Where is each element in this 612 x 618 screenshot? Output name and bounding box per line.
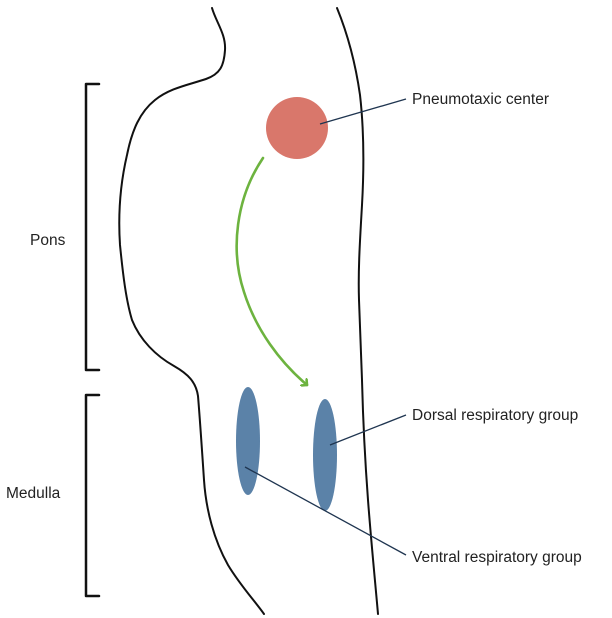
medulla-label: Medulla: [6, 485, 61, 502]
brainstem-left-outline: [119, 8, 264, 614]
pons-bracket: [86, 84, 99, 370]
medulla-bracket: [86, 395, 99, 596]
dorsal-respiratory-group-label: Dorsal respiratory group: [412, 407, 578, 424]
signal-arrow: [237, 158, 307, 385]
pneumotaxic-center-label: Pneumotaxic center: [412, 91, 549, 108]
pons-label: Pons: [30, 232, 66, 249]
brainstem-right-outline: [337, 8, 378, 614]
ventral-respiratory-group-ellipse: [236, 387, 260, 495]
dorsal-respiratory-group-ellipse: [313, 399, 337, 511]
pneumotaxic-center-circle: [266, 97, 328, 159]
dorsal-leader-line: [330, 415, 406, 445]
ventral-respiratory-group-label: Ventral respiratory group: [412, 549, 582, 566]
